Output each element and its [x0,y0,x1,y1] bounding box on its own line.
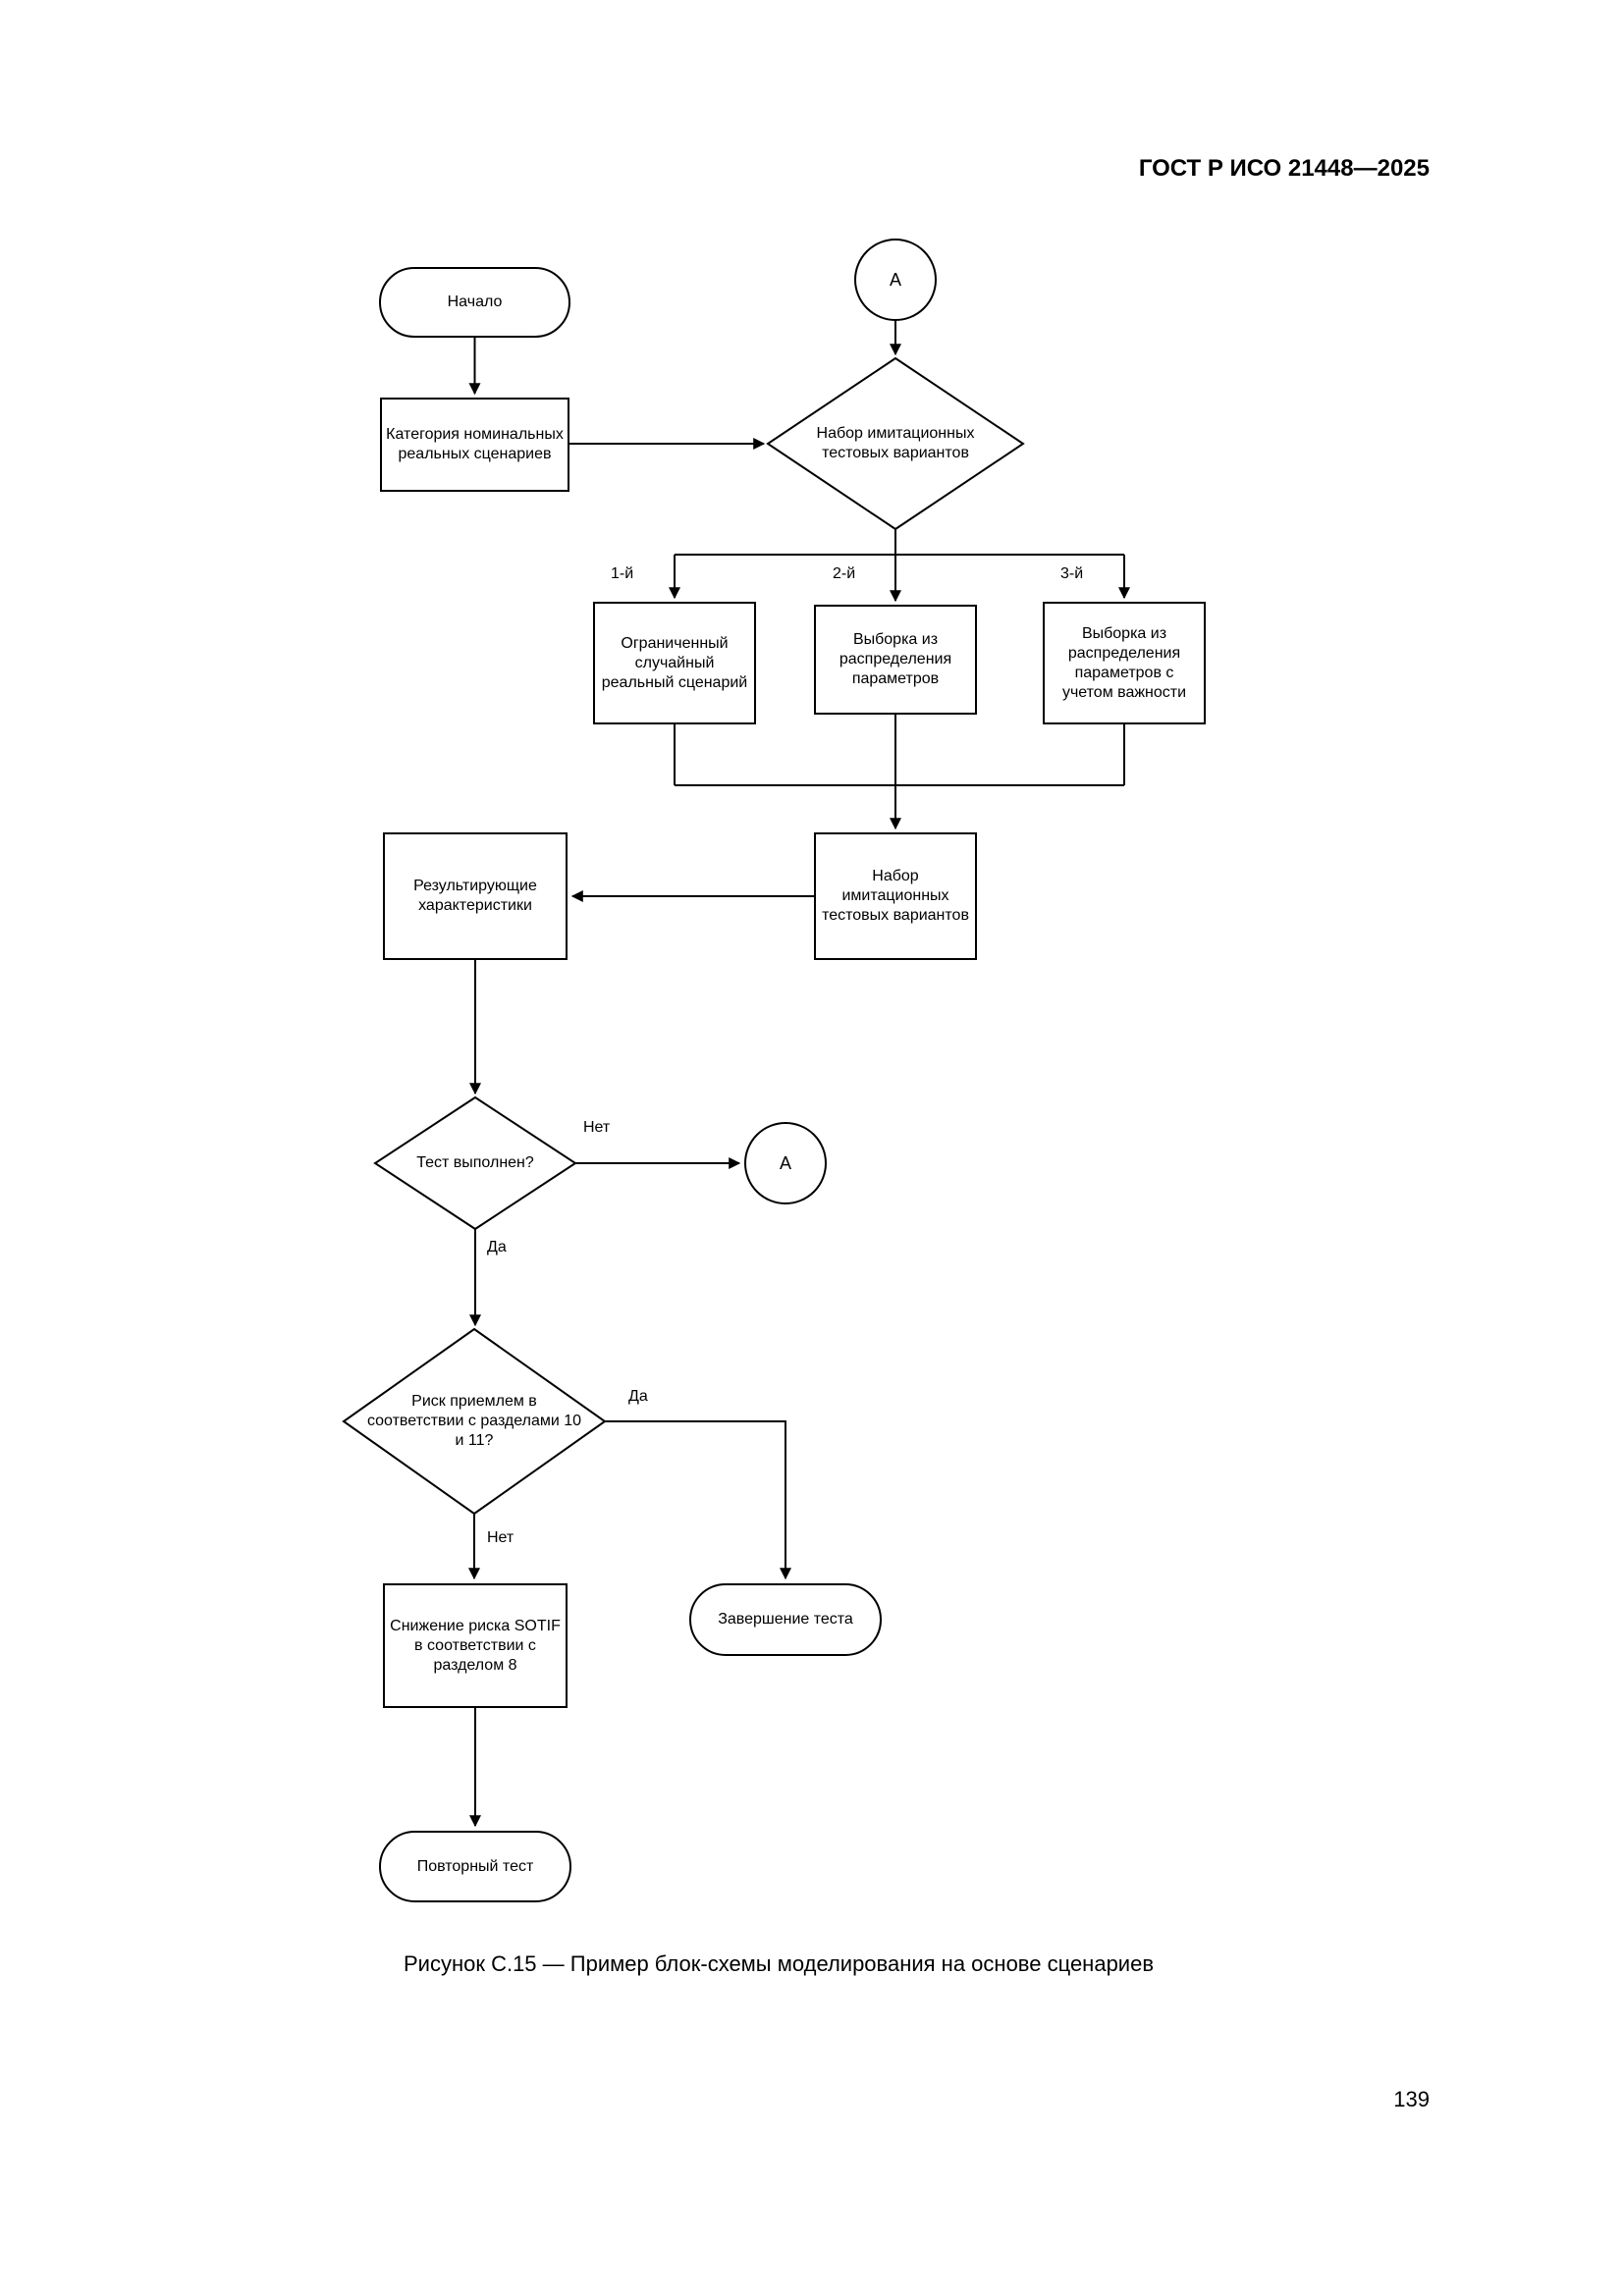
node-connector-a-top: A [854,239,937,321]
node-connector-a-mid: A [744,1122,827,1204]
node-resulting-characteristics: Результирующие характеристики [383,832,568,960]
diamond-sim-variants-decision [766,356,1025,531]
label-test-done-question: Тест выполнен? [416,1154,534,1171]
page-header: ГОСТ Р ИСО 21448—2025 [1138,155,1430,182]
page-number: 139 [1393,2087,1430,2111]
figure-caption: Рисунок С.15 — Пример блок-схемы моделир… [403,1951,1155,1976]
node-sim-variants-set: Набор имитационных тестовых вариантов [814,832,977,960]
node-category: Категория номинальных реальных сценариев [380,398,569,492]
edge-label-branch-2: 2-й [833,565,856,582]
edge-label-risk-yes: Да [628,1388,648,1405]
label-sim-variants-decision: Набор имитационных тестовых вариантов [816,425,975,461]
diamond-test-done [373,1095,577,1231]
edge-label-branch-1: 1-й [611,565,634,582]
node-importance-sampling: Выборка из распределения параметров с уч… [1043,602,1206,724]
diamond-risk-acceptable [342,1327,607,1516]
edge-label-test-done-yes: Да [487,1239,507,1255]
edge-label-branch-3: 3-й [1060,565,1084,582]
label-risk-acceptable-question: Риск приемлем в соответствии с разделами… [366,1393,582,1449]
node-test-completion: Завершение теста [689,1583,882,1656]
edge-label-risk-no: Нет [487,1529,514,1546]
node-retest: Повторный тест [379,1831,571,1902]
edge-label-test-done-no: Нет [583,1119,611,1136]
node-start: Начало [379,267,570,338]
node-limited-random-scenario: Ограниченный случайный реальный сценарий [593,602,756,724]
node-parameter-distribution-sampling: Выборка из распределения параметров [814,605,977,715]
node-sotif-risk-reduction: Снижение риска SOTIF в соответствии с ра… [383,1583,568,1708]
edge-risk-yes-to-completion [605,1420,791,1580]
